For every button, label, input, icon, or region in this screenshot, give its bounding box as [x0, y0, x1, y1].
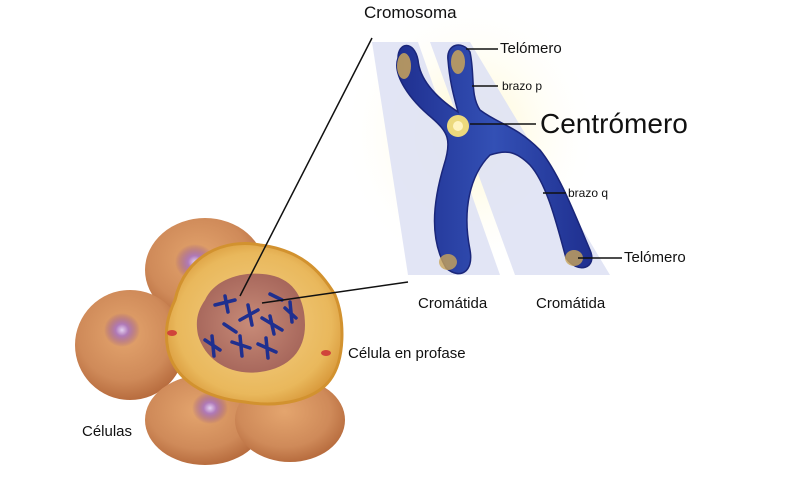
telomere-top-right [451, 50, 465, 74]
label-centromero: Centrómero [540, 108, 688, 139]
cell-nucleus-3 [192, 392, 228, 424]
chromatid-band-left [372, 42, 500, 275]
telomere-bottom-left [439, 254, 457, 270]
chromosome-small-7 [283, 300, 298, 324]
label-celula-profase: Célula en profase [348, 345, 466, 362]
chromosome-small-3 [260, 314, 284, 336]
telomere-bottom-right [565, 250, 583, 266]
condensed-chromosomes [203, 292, 298, 360]
centriole-left [167, 330, 177, 336]
prophase-cell [164, 242, 344, 406]
chromosome-small-9 [268, 292, 284, 302]
chromosome [396, 44, 593, 275]
cell-nucleus-2 [104, 313, 140, 347]
chromosome-small-6 [256, 336, 278, 360]
chromosome-small-4 [203, 334, 222, 358]
centriole-right [321, 350, 331, 356]
label-celulas: Células [82, 423, 133, 440]
centromere-core [453, 121, 463, 131]
zoom-line-bottom [261, 281, 409, 304]
label-brazo-q: brazo q [568, 186, 609, 200]
chromosome-small-5 [230, 334, 252, 358]
telomere-top-left [397, 53, 411, 79]
label-cromatida-left: Cromátida [418, 295, 488, 312]
leader-lines [239, 37, 622, 304]
chromosome-small-2 [238, 303, 260, 327]
chromosome-small-1 [213, 294, 237, 314]
label-telomero-top: Telómero [500, 40, 562, 57]
chromosome-small-8 [222, 322, 238, 334]
zoom-line-top [239, 37, 373, 297]
label-cromatida-right: Cromátida [536, 295, 606, 312]
label-brazo-p: brazo p [502, 79, 543, 93]
label-telomero-bottom: Telómero [624, 249, 686, 266]
label-cromosoma: Cromosoma [364, 3, 457, 22]
